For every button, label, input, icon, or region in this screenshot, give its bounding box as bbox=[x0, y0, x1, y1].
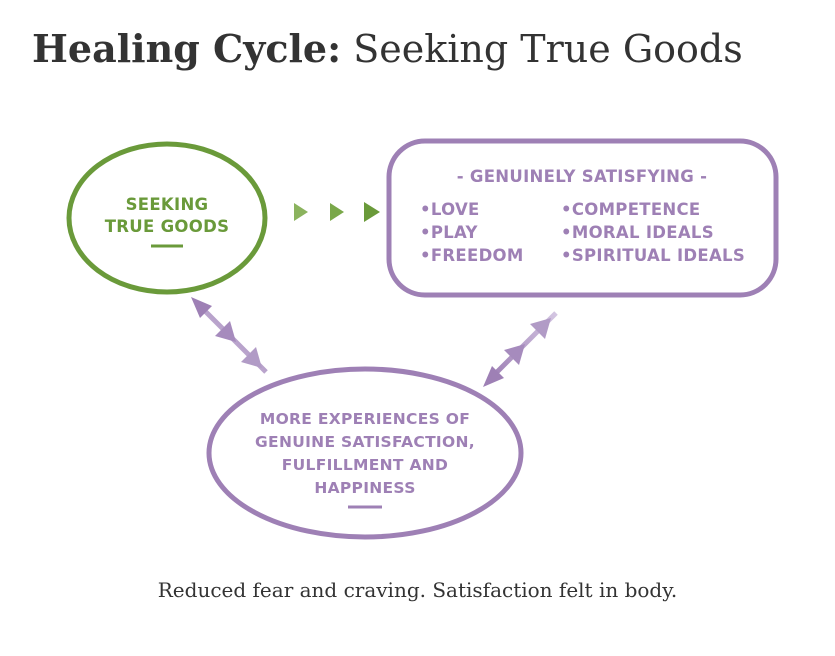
satisfying-heading: - GENUINELY SATISFYING - bbox=[457, 167, 708, 186]
arrow-chevron bbox=[241, 347, 262, 368]
satisfying-item-freedom: •FREEDOM bbox=[420, 246, 524, 265]
seeking-line-1: SEEKING bbox=[126, 195, 209, 214]
caption: Reduced fear and craving. Satisfaction f… bbox=[157, 578, 678, 602]
seeking-line-2: TRUE GOODS bbox=[105, 217, 230, 236]
arrow-head bbox=[191, 297, 212, 318]
arrow-chevron bbox=[330, 203, 344, 221]
arrow-chevron bbox=[294, 203, 308, 221]
experiences-line-1: MORE EXPERIENCES OF bbox=[260, 410, 470, 428]
node-more-experiences: MORE EXPERIENCES OF GENUINE SATISFACTION… bbox=[206, 366, 524, 540]
arrow-chevron bbox=[504, 344, 525, 365]
satisfying-item-competence: •COMPETENCE bbox=[561, 200, 700, 219]
node-seeking-true-goods: SEEKING TRUE GOODS bbox=[66, 141, 268, 295]
satisfying-item-moral-ideals: •MORAL IDEALS bbox=[561, 223, 714, 242]
satisfying-item-love: •LOVE bbox=[420, 200, 480, 219]
title-bold: Healing Cycle: bbox=[32, 26, 342, 71]
satisfying-item-spiritual-ideals: •SPIRITUAL IDEALS bbox=[561, 246, 745, 265]
experiences-line-4: HAPPINESS bbox=[314, 479, 415, 497]
arrow-head bbox=[364, 202, 380, 222]
satisfying-box bbox=[386, 138, 779, 298]
title-regular: Seeking True Goods bbox=[353, 27, 743, 71]
arrow-experiences-to-seeking bbox=[191, 297, 268, 374]
arrow-satisfying-to-experiences bbox=[483, 311, 558, 387]
experiences-ellipse bbox=[206, 366, 524, 540]
arrow-head bbox=[483, 366, 504, 387]
seeking-ellipse bbox=[66, 141, 268, 295]
arrow-chevron bbox=[215, 321, 236, 342]
experiences-line-3: FULFILLMENT AND bbox=[282, 456, 448, 474]
arrow-chevron bbox=[530, 318, 551, 339]
page-title: Healing Cycle: Seeking True Goods bbox=[32, 26, 743, 71]
node-genuinely-satisfying: - GENUINELY SATISFYING - •LOVE •PLAY •FR… bbox=[386, 138, 779, 298]
satisfying-item-play: •PLAY bbox=[420, 223, 479, 242]
arrow-seeking-to-satisfying bbox=[280, 202, 380, 222]
experiences-line-2: GENUINE SATISFACTION, bbox=[255, 433, 475, 451]
